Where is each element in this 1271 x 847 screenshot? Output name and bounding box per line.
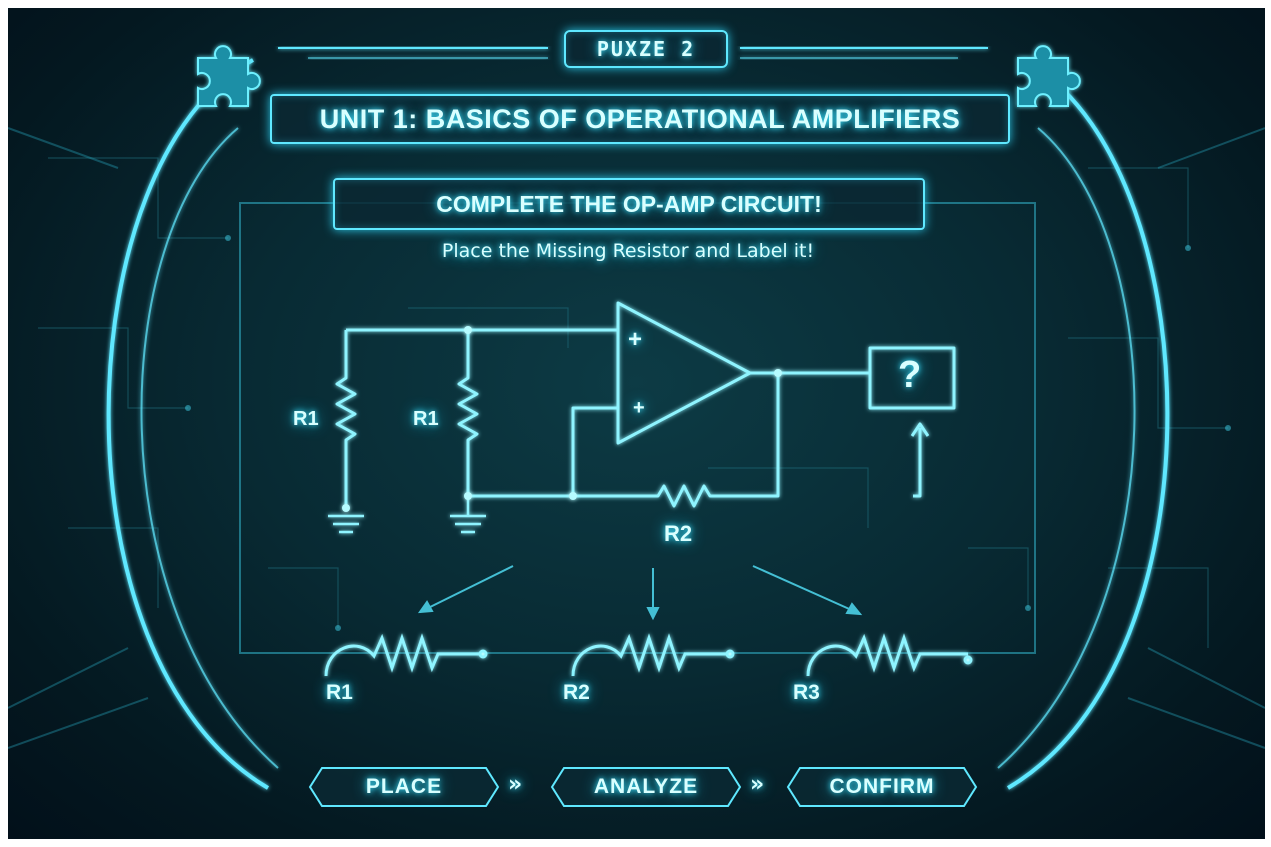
- analyze-button[interactable]: ANALYZE: [550, 766, 742, 808]
- unit-title: UNIT 1: BASICS OF OPERATIONAL AMPLIFIERS: [319, 103, 961, 134]
- instruction-text: Place the Missing Resistor and Label it!: [441, 240, 815, 262]
- place-button[interactable]: PLACE: [308, 766, 500, 808]
- missing-resistor-slot: [868, 346, 956, 410]
- choice-r2-label: R2: [563, 681, 590, 704]
- puzzle-piece-icon-right: [1017, 45, 1081, 107]
- place-button-label: PLACE: [365, 775, 443, 798]
- analyze-button-label: ANALYZE: [593, 775, 699, 798]
- opamp-top-input-sign: +: [628, 326, 643, 353]
- opamp-bottom-input-sign: +: [633, 397, 645, 419]
- puzzle-tag-label: PUXZE 2: [596, 37, 696, 61]
- step-separator-2: »: [750, 772, 765, 797]
- puzzle-piece-icon-left: [197, 45, 261, 107]
- puzzle-tag: PUXZE 2: [564, 30, 728, 68]
- choice-resistor-r3[interactable]: [806, 633, 973, 677]
- task-banner: COMPLETE THE OP-AMP CIRCUIT!: [333, 178, 925, 230]
- middle-resistor-label: R1: [413, 408, 439, 430]
- left-resistor-label: R1: [293, 408, 319, 430]
- feedback-resistor-label: R2: [664, 521, 693, 546]
- step-separator-1: »: [508, 772, 523, 797]
- choice-resistor-r1[interactable]: [324, 633, 488, 677]
- confirm-button[interactable]: CONFIRM: [786, 766, 978, 808]
- unit-title-banner: UNIT 1: BASICS OF OPERATIONAL AMPLIFIERS: [270, 94, 1010, 144]
- game-screen: PUXZE 2 UNIT 1: BASICS OF OPERATIONAL AM…: [8, 8, 1265, 839]
- opamp-circuit: [335, 301, 956, 508]
- choice-resistor-r2[interactable]: [571, 633, 735, 677]
- confirm-button-label: CONFIRM: [829, 775, 935, 798]
- choice-r1-label: R1: [326, 681, 353, 704]
- choice-r3-label: R3: [793, 681, 820, 704]
- background-art: [8, 45, 1265, 790]
- task-title: COMPLETE THE OP-AMP CIRCUIT!: [436, 190, 822, 217]
- missing-resistor-question-mark[interactable]: ?: [898, 354, 922, 396]
